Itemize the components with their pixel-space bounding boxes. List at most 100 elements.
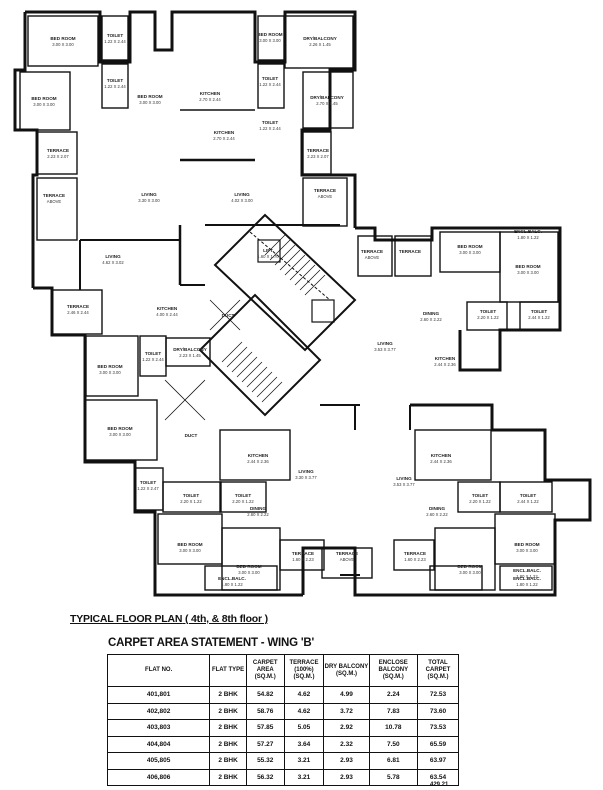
- column-header: TOTAL CARPET (SQ.M.): [417, 654, 459, 687]
- table-cell: 2.24: [368, 686, 419, 704]
- room-label: TOILET: [183, 493, 199, 498]
- table-cell: 2 BHK: [209, 752, 247, 770]
- table-cell: 63.97: [417, 752, 459, 770]
- room-dimension: 3.00 X 3.00: [179, 548, 201, 553]
- room-label: TERRACE: [292, 551, 314, 556]
- room-label: DRY/BALCONY: [303, 36, 337, 41]
- room-outline: [85, 335, 139, 397]
- room-outline: [519, 301, 561, 331]
- room-label: LIVING: [298, 469, 314, 474]
- table-cell: 2 BHK: [209, 702, 247, 720]
- room-label: TOILET: [107, 33, 123, 38]
- wall-line: [209, 299, 241, 331]
- room-label: BED ROOM: [515, 264, 540, 269]
- room-dimension: 2.70 X 1.45: [316, 101, 338, 106]
- room-label: LIFT: [263, 248, 273, 253]
- room-dimension: 1.22 X 2.44: [142, 357, 164, 362]
- room-outline: [284, 15, 354, 69]
- room-dimension: 1.22 X 2.44: [104, 39, 126, 44]
- column-header: DRY BALCONY (SQ.M.): [323, 654, 370, 687]
- table-cell: 54.82: [245, 686, 285, 704]
- table-cell: 404,804: [106, 735, 211, 753]
- room-label: BED ROOM: [457, 244, 482, 249]
- wall-line: [256, 376, 278, 398]
- room-outline: [36, 131, 78, 175]
- room-dimension: 4.02 X 3.00: [231, 198, 253, 203]
- room-dimension: ABOVE: [340, 557, 355, 562]
- room-outline: [139, 335, 167, 377]
- room-label: KITCHEN: [248, 453, 269, 458]
- room-outline: [279, 539, 325, 571]
- room-dimension: 2.20 X 1.22: [469, 499, 491, 504]
- column-header: FLAT NO.: [106, 654, 211, 687]
- room-dimension: 2.20 X 1.22: [180, 499, 202, 504]
- wall-line: [164, 379, 206, 421]
- room-outline: [466, 301, 508, 331]
- room-outline: [302, 177, 348, 227]
- room-dimension: 4.00 X 2.44: [156, 312, 178, 317]
- room-outline: [302, 71, 354, 129]
- room-label: TOILET: [480, 309, 496, 314]
- room-dimension: 3.00 X 3.00: [109, 432, 131, 437]
- table-cell: 6.81: [368, 752, 419, 770]
- room-dimension: 2.20 X 1.22: [232, 499, 254, 504]
- table-cell: 4.62: [283, 686, 325, 704]
- room-label: BED ROOM: [137, 94, 162, 99]
- room-label: TOILET: [262, 120, 278, 125]
- room-outline: [51, 289, 103, 335]
- room-label: BED ROOM: [514, 542, 539, 547]
- room-dimension: 3.30 X 3.77: [295, 475, 317, 480]
- room-outline: [157, 513, 223, 565]
- wall-line: [304, 274, 326, 296]
- room-label: TERRACE: [336, 551, 358, 556]
- room-dimension: 2.44 X 2.36: [247, 459, 269, 464]
- table-cell: 55.32: [245, 752, 285, 770]
- table-cell: 402,802: [106, 702, 211, 720]
- room-dimension: 2.44 X 1.22: [528, 315, 550, 320]
- room-dimension: 2.44 X 2.36: [430, 459, 452, 464]
- room-label: ENCL.BALC.: [513, 576, 541, 581]
- floor-plan-title-text: TYPICAL FLOOR PLAN: [70, 613, 183, 625]
- room-dimension: 3.00 X 3.00: [238, 570, 260, 575]
- table-cell: 2.32: [323, 735, 370, 753]
- room-dimension: 2.70 X 2.44: [213, 136, 235, 141]
- room-label: KITCHEN: [431, 453, 452, 458]
- room-dimension: 3.00 X 3.00: [459, 250, 481, 255]
- room-outline: [434, 527, 496, 591]
- room-label: DINING: [250, 506, 267, 511]
- room-dimension: 3.00 X 3.00: [517, 270, 539, 275]
- room-label: KITCHEN: [214, 130, 235, 135]
- room-label: TERRACE: [314, 188, 336, 193]
- room-outline: [357, 235, 393, 277]
- column-header: ENCLOSE BALCONY (SQ.M.): [368, 654, 419, 687]
- room-dimension: 1.22 X 2.47: [137, 486, 159, 491]
- room-label: TOILET: [531, 309, 547, 314]
- room-outline: [311, 299, 335, 323]
- room-dimension: 1.22 X 2.44: [104, 84, 126, 89]
- table-cell: 2.93: [323, 752, 370, 770]
- table-cell: 405,805: [106, 752, 211, 770]
- room-dimension: 3.00 X 3.00: [259, 38, 281, 43]
- room-label: BED ROOM: [50, 36, 75, 41]
- room-label: DINING: [429, 506, 446, 511]
- room-dimension: ABOVE: [318, 194, 333, 199]
- room-label: TOILET: [472, 493, 488, 498]
- room-outline: [165, 337, 211, 367]
- room-dimension: 2.60 X 2.22: [426, 512, 448, 517]
- table-cell: 65.59: [417, 735, 459, 753]
- room-dimension: ABOVE: [365, 255, 380, 260]
- room-label: BED ROOM: [236, 564, 261, 569]
- room-dimension: ABOVE: [47, 199, 62, 204]
- core-outline: [213, 213, 357, 352]
- table-cell: 4.62: [283, 702, 325, 720]
- room-dimension: 2.70 X 2.44: [199, 97, 221, 102]
- table-cell: 73.53: [417, 719, 459, 737]
- wall-line: [294, 264, 316, 286]
